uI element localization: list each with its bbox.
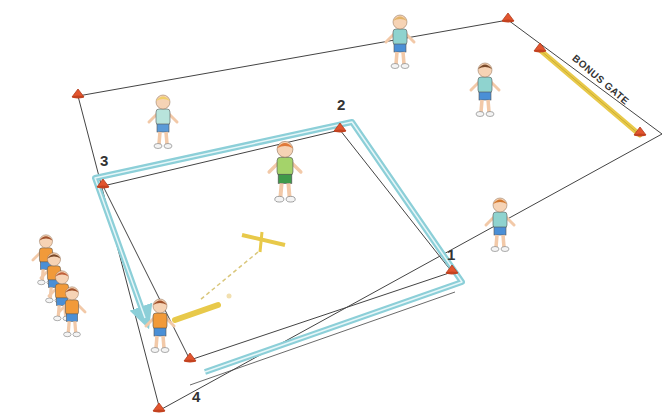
base-number: 4 [192,389,200,404]
base-number: 3 [100,153,108,168]
base-number: 1 [447,247,455,262]
base-number: 2 [337,97,345,112]
